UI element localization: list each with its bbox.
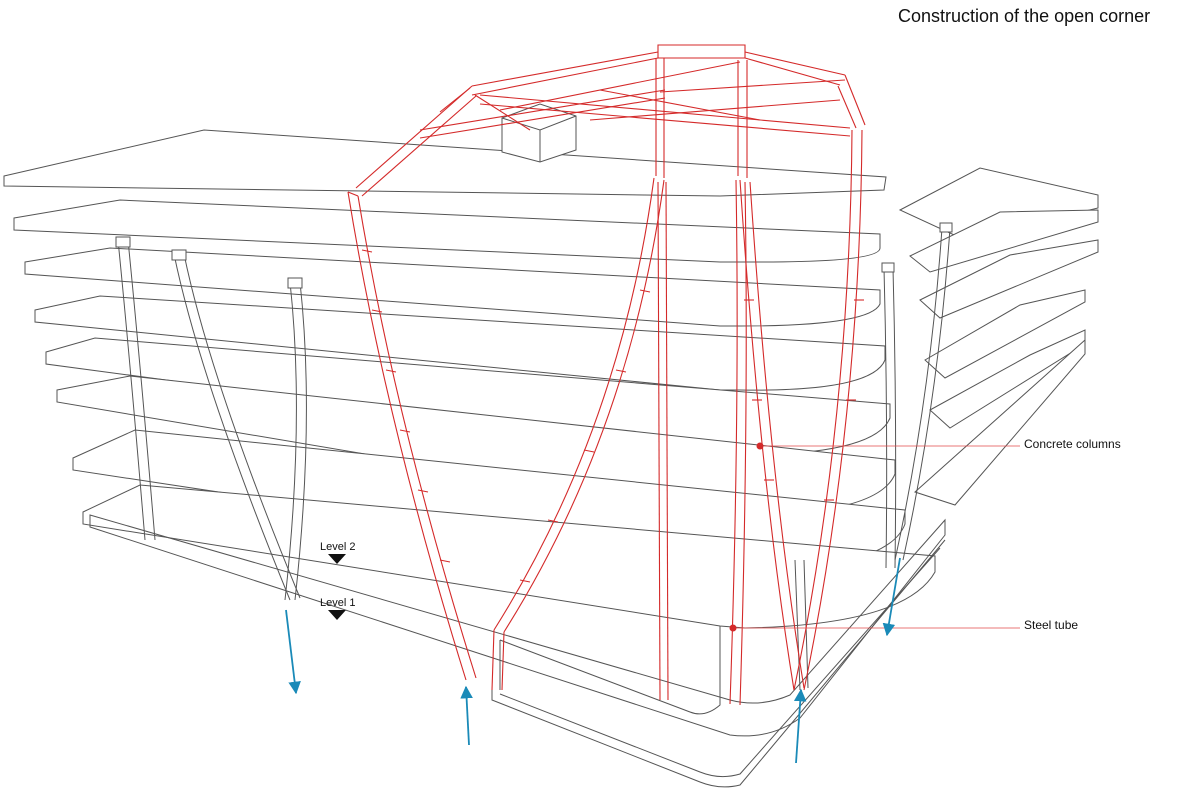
label-level-2: Level 2 <box>320 541 356 553</box>
floor-slabs <box>3 129 946 737</box>
steel-column-middle <box>491 177 665 691</box>
facade-column-1 <box>115 236 156 541</box>
floor-slab-7 <box>13 199 881 263</box>
facade-column-5 <box>894 222 953 561</box>
steel-column-vertical <box>655 58 669 701</box>
column-joints <box>361 249 864 583</box>
leader-dot-steel <box>729 624 737 632</box>
floor-slabs-right <box>898 167 1099 506</box>
facade-columns-right <box>794 222 953 691</box>
roof-truss <box>355 44 866 197</box>
leader-dot-concrete <box>756 442 764 450</box>
label-steel-tube: Steel tube <box>1024 618 1079 632</box>
label-concrete-columns: Concrete columns <box>1024 437 1121 451</box>
load-arrow-1 <box>285 609 301 695</box>
label-level-1: Level 1 <box>320 597 356 609</box>
load-arrows <box>285 557 901 764</box>
level-2-marker-icon <box>328 554 346 564</box>
leader-lines <box>729 442 1020 632</box>
floor-slab-5 <box>34 295 886 391</box>
load-arrow-4 <box>882 557 901 637</box>
facade-column-6 <box>794 559 809 691</box>
load-arrow-2 <box>460 685 473 746</box>
facade-column-4 <box>881 262 897 569</box>
steel-column-left <box>347 191 477 681</box>
rooftop-box <box>501 103 577 163</box>
level-1-marker-icon <box>328 610 346 620</box>
steel-structure <box>347 44 866 706</box>
diagram-title: Construction of the open corner <box>898 6 1151 26</box>
ground-outline <box>491 539 946 788</box>
facade-columns-left <box>115 236 307 601</box>
floor-slab-roof <box>3 129 887 197</box>
facade-column-3 <box>284 277 307 601</box>
steel-column-right-outer <box>793 129 863 691</box>
facade-column-2 <box>171 249 301 601</box>
load-arrow-3 <box>793 688 807 764</box>
steel-column-right-curve <box>739 179 805 691</box>
